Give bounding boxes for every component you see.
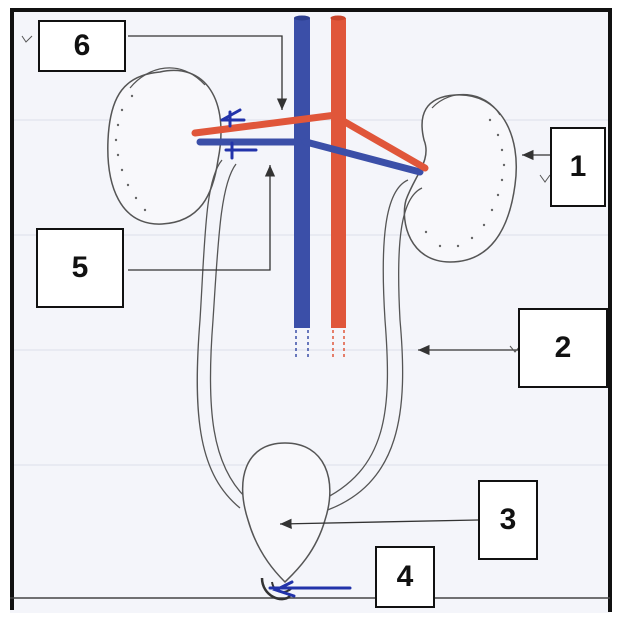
label-box-3: 3: [478, 480, 538, 560]
vena-cava: [294, 16, 310, 359]
label-box-5: 5: [36, 228, 124, 308]
left-kidney: [108, 68, 221, 224]
aorta: [331, 16, 347, 359]
label-box-1: 1: [550, 127, 606, 207]
label-box-2: 2: [518, 308, 608, 388]
label-box-6: 6: [38, 20, 126, 72]
label-box-4: 4: [375, 546, 435, 608]
